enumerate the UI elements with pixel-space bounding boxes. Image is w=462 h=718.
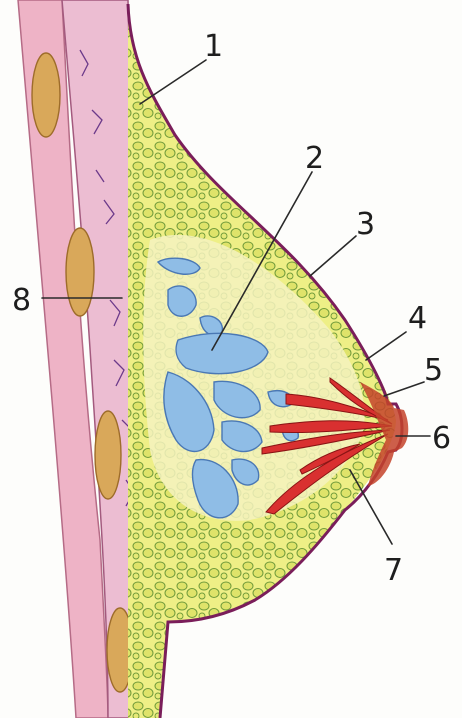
label-6: 6 [432, 421, 451, 456]
rib [95, 411, 121, 499]
label-2: 2 [305, 141, 324, 176]
leader-3 [310, 236, 356, 276]
label-3: 3 [356, 207, 375, 242]
label-1: 1 [204, 29, 223, 64]
leader-4 [366, 332, 406, 360]
label-4: 4 [408, 301, 427, 336]
label-5: 5 [424, 353, 443, 388]
breast-body [128, 4, 408, 718]
rib [32, 53, 60, 137]
rib [66, 228, 94, 316]
label-7: 7 [384, 553, 403, 588]
leader-1 [140, 60, 206, 104]
leader-5 [384, 382, 424, 396]
label-8: 8 [12, 283, 31, 318]
